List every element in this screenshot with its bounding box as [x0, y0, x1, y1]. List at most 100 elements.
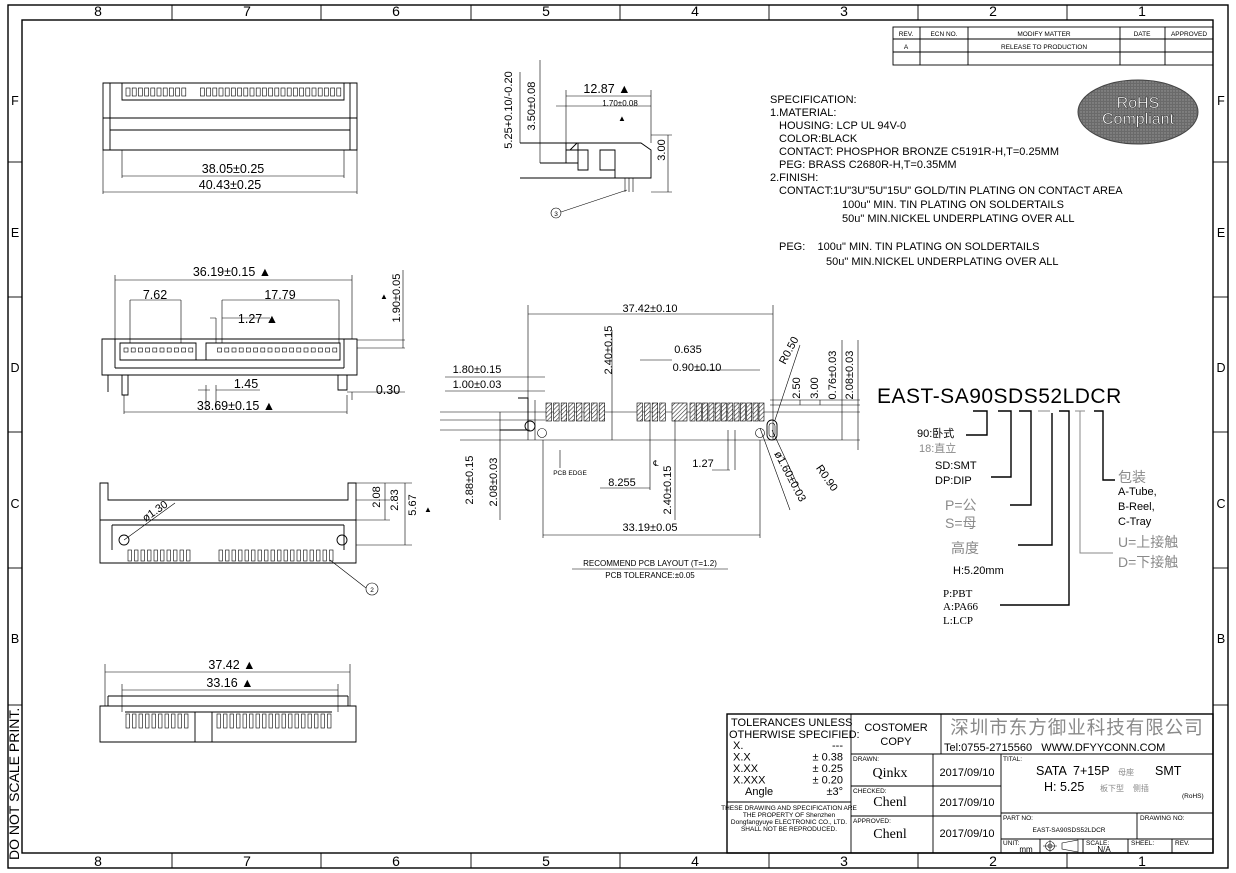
contact-tooth	[262, 87, 267, 97]
title-line-1-cn: 母座	[1118, 767, 1134, 777]
legend-label: SD:SMT	[935, 460, 977, 472]
legend-label: L:LCP	[943, 615, 973, 627]
field-label: REV.	[1175, 840, 1190, 847]
contact-tooth	[156, 87, 162, 97]
tolerance-label: Angle	[745, 786, 773, 798]
tolerance-heading: TOLERANCES UNLESS	[731, 717, 852, 729]
contact-tooth	[200, 87, 205, 97]
tolerance-label: X.XXX	[733, 775, 766, 787]
company-name: 深圳市东方御业科技有限公司	[950, 717, 1204, 738]
solder-tail	[134, 549, 139, 562]
spec-line: PEG: 100u" MIN. TIN PLATING ON SOLDERTAI…	[779, 241, 1039, 253]
solder-tail	[160, 549, 165, 562]
date-header: DATE	[1134, 31, 1152, 38]
zone-column-label: 2	[989, 3, 997, 19]
zone-column-label: 8	[94, 3, 102, 19]
legend-label: B-Reel,	[1118, 501, 1155, 513]
dim-label: 5.25+0.10/-0.20	[503, 71, 515, 148]
solder-tail	[290, 549, 295, 562]
solder-tail	[270, 549, 275, 562]
pcb-pad	[671, 402, 688, 422]
field-label: CHECKED:	[853, 788, 887, 795]
field-label: TITAL:	[1003, 756, 1022, 763]
dim-label: 2.40±0.15	[603, 326, 615, 375]
contact-pin	[318, 347, 323, 353]
zone-row-label: E	[11, 226, 19, 240]
pcb-pad	[553, 402, 560, 422]
pcb-pad	[727, 402, 734, 422]
solder-tail	[283, 549, 288, 562]
zone-column-label: 7	[243, 3, 251, 19]
solder-tail	[322, 549, 327, 562]
field-label: APPROVED:	[853, 818, 891, 825]
contact-tooth	[324, 87, 329, 97]
part-number: EAST-SA90SDS52LDCR	[1033, 827, 1106, 834]
pcb-pad	[758, 402, 765, 422]
contact-tooth	[162, 87, 168, 97]
pcb-pad	[746, 402, 753, 422]
contact-pin	[268, 713, 273, 729]
pcb-pad	[733, 402, 740, 422]
contact-tooth	[231, 87, 236, 97]
dim-label: 33.19±0.05	[623, 522, 678, 534]
dim-marker: ▲	[380, 292, 388, 301]
contact-tooth	[293, 87, 298, 97]
pcb-pad	[636, 402, 643, 422]
zone-row-label: F	[1217, 94, 1225, 108]
contact-tooth	[131, 87, 137, 97]
part-number-legend: EAST-SA90SDS52LDCR 90:卧式 18:直立 SD:SMT DP…	[877, 385, 1178, 627]
contact-pin	[310, 347, 316, 353]
solder-tail	[251, 549, 256, 562]
tolerance-value: ---	[832, 740, 843, 752]
dim-label: 5.67	[407, 494, 419, 515]
rear-view: ø1.30 2.08 2.83 5.67 ▲ 2	[99, 482, 432, 596]
rev-value: A	[904, 44, 909, 51]
contact-tooth	[286, 87, 292, 97]
rohs-compliant-badge: RoHS Compliant	[1077, 79, 1199, 145]
approved-header: APPROVED	[1171, 31, 1207, 38]
modify-matter-header: MODIFY MATTER	[1017, 31, 1071, 38]
zone-column-label: 4	[691, 3, 699, 19]
pcb-pad	[568, 402, 575, 422]
contact-pin	[216, 713, 221, 729]
specification-notes: SPECIFICATION: 1.MATERIAL: HOUSING: LCP …	[770, 94, 1123, 268]
title-line-1: SATA 7+15P	[1036, 764, 1110, 778]
spec-line: 100u" MIN. TIN PLATING ON SOLDERTAILS	[842, 199, 1064, 211]
pcb-pad	[695, 402, 702, 422]
legend-label: S=母	[945, 515, 977, 531]
solder-tail	[244, 549, 249, 562]
spec-line: CONTACT:1U"3U"5U"15U" GOLD/TIN PLATING O…	[779, 185, 1123, 197]
contact-tooth	[181, 87, 187, 97]
dim-label: 8.255	[608, 477, 636, 489]
legend-label: D=下接触	[1118, 554, 1178, 570]
spec-line: HOUSING: LCP UL 94V-0	[779, 120, 906, 132]
dim-label: 0.30	[376, 383, 400, 397]
dim-label: ø1.30	[140, 499, 170, 525]
contact-pin	[152, 347, 158, 353]
do-not-scale-note: DO NOT SCALE PRINT.	[6, 708, 22, 860]
contact-pin	[236, 713, 241, 729]
contact-pin	[274, 347, 280, 353]
contact-pin	[307, 713, 312, 729]
contact-pin	[332, 347, 338, 353]
pcb-pad	[560, 402, 568, 422]
dim-label: 2.08±0.03	[844, 351, 856, 400]
contact-pin	[166, 347, 172, 353]
tolerance-value: ± 0.25	[812, 763, 843, 775]
property-note: THESE DRAWING AND SPECIFICATION ARE	[721, 805, 857, 812]
contact-tooth	[255, 87, 261, 97]
dim-label: 7.62	[143, 288, 167, 302]
dim-label: 0.76±0.03	[827, 351, 839, 400]
spec-line: 50u" MIN.NICKEL UNDERPLATING OVER ALL	[826, 256, 1059, 268]
copy-label: COPY	[880, 736, 912, 748]
pcb-pad	[752, 402, 759, 422]
zone-column-label: 5	[542, 3, 550, 19]
zone-row-label: F	[11, 94, 19, 108]
contact-pin	[184, 713, 189, 729]
contact-tooth	[138, 87, 143, 97]
contact-tooth	[237, 87, 242, 97]
spec-line: CONTACT: PHOSPHOR BRONZE C5191R-H,T=0.25…	[779, 146, 1059, 158]
legend-label: 包装	[1118, 469, 1146, 485]
